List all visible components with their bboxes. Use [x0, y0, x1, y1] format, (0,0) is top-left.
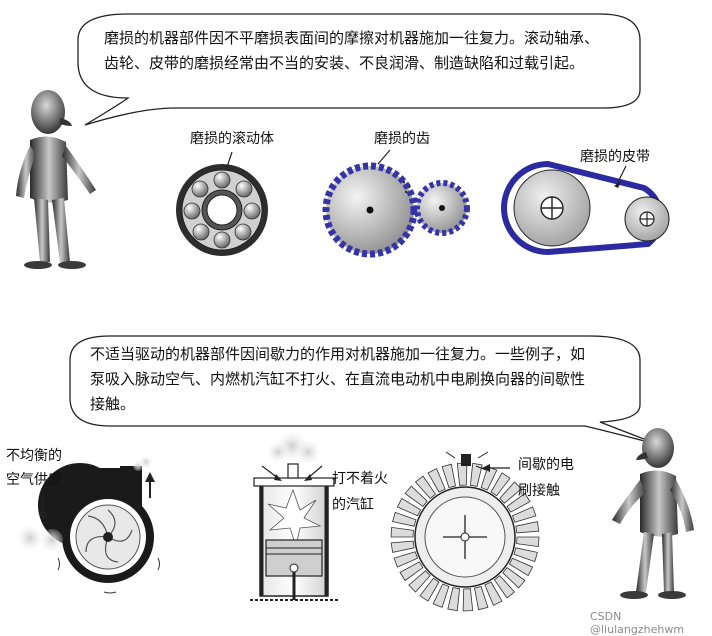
commutator-segment: [441, 463, 456, 488]
misfiring-cylinder-diagram: [250, 432, 338, 601]
commutator-segment: [513, 547, 538, 563]
commutator-segment: [506, 492, 531, 513]
pump-label-line: 不均衡的: [6, 448, 62, 464]
belt-label: 磨损的皮带: [580, 149, 650, 165]
commutator-segment: [447, 587, 461, 612]
commutator-segment: [427, 468, 446, 493]
commutator-segment: [456, 462, 468, 486]
pump-diagram: [18, 456, 160, 594]
commutator-segment: [414, 475, 437, 499]
commutator-segment: [515, 521, 540, 534]
motor-commutator-diagram: [390, 451, 540, 612]
bottom-bubble-text: 不适当驱动的机器部件因间歇力的作用对机器施加一往复力。一些例子，如 泵吸入脉动空…: [90, 342, 585, 417]
commutator-segment: [396, 497, 422, 517]
commutator-segment: [502, 567, 526, 589]
top-bubble-line: 磨损的机器部件因不平磨损表面间的摩擦对机器施加一往复力。滚动轴承、: [104, 29, 600, 47]
bottom-bubble-line: 泵吸入脉动空气、内燃机汽缸不打火、在直流电动机中电刷换向器的间歇性: [90, 370, 586, 388]
pump-label: 不均衡的 空气供应: [6, 444, 62, 492]
commutator-segment: [480, 466, 498, 491]
cylinder-label: 打不着火 的汽缸: [332, 466, 388, 518]
commutator-segment: [419, 577, 440, 602]
commutator-segment: [393, 551, 419, 568]
commutator-segment: [390, 540, 415, 553]
worn-bearing-diagram: [176, 151, 268, 256]
cylinder-label-line: 的汽缸: [332, 497, 374, 513]
commutator-segment: [432, 583, 450, 608]
gear-label: 磨损的齿: [374, 131, 430, 147]
right-person-figure: [612, 428, 694, 599]
bottom-bubble-line: 不适当驱动的机器部件因间歇力的作用对机器施加一往复力。一些例子，如: [90, 345, 586, 363]
commutator-segment: [474, 586, 489, 611]
worn-belt-diagram: [501, 160, 670, 256]
commutator-segment: [490, 472, 511, 497]
pump-label-line: 空气供应: [6, 472, 62, 488]
commutator-segment: [392, 511, 417, 527]
top-bubble-text: 磨损的机器部件因不平磨损表面间的摩擦对机器施加一往复力。滚动轴承、 齿轮、皮带的…: [104, 26, 599, 76]
commutator-segment: [462, 588, 474, 612]
commutator-segment: [404, 485, 428, 507]
commutator-segment: [493, 575, 516, 599]
motor-label-line: 间歇的电: [518, 457, 574, 473]
left-person-figure: [16, 90, 96, 269]
motor-label-line: 刷接触: [518, 483, 560, 499]
commutator-segment: [408, 570, 431, 593]
watermark: CSDN @liulangzhehwm: [590, 610, 685, 636]
commutator-segment: [499, 481, 522, 504]
commutator-segment: [508, 557, 534, 577]
commutator-segment: [511, 506, 537, 523]
bearing-label: 磨损的滚动体: [190, 131, 274, 147]
worn-gears-diagram: [322, 149, 470, 258]
top-speech-bubble: [77, 13, 641, 126]
commutator-segment: [390, 526, 414, 538]
commutator-segment: [484, 581, 503, 606]
commutator-segment: [399, 561, 424, 582]
commutator-segment: [516, 536, 540, 548]
top-bubble-line: 齿轮、皮带的磨损经常由不当的安装、不良润滑、制造缺陷和过载引起。: [104, 54, 585, 72]
bottom-bubble-line: 接触。: [90, 395, 136, 413]
cylinder-label-line: 打不着火: [332, 471, 388, 487]
motor-label: 间歇的电 刷接触: [518, 452, 574, 504]
commutator-segment: [469, 462, 483, 487]
